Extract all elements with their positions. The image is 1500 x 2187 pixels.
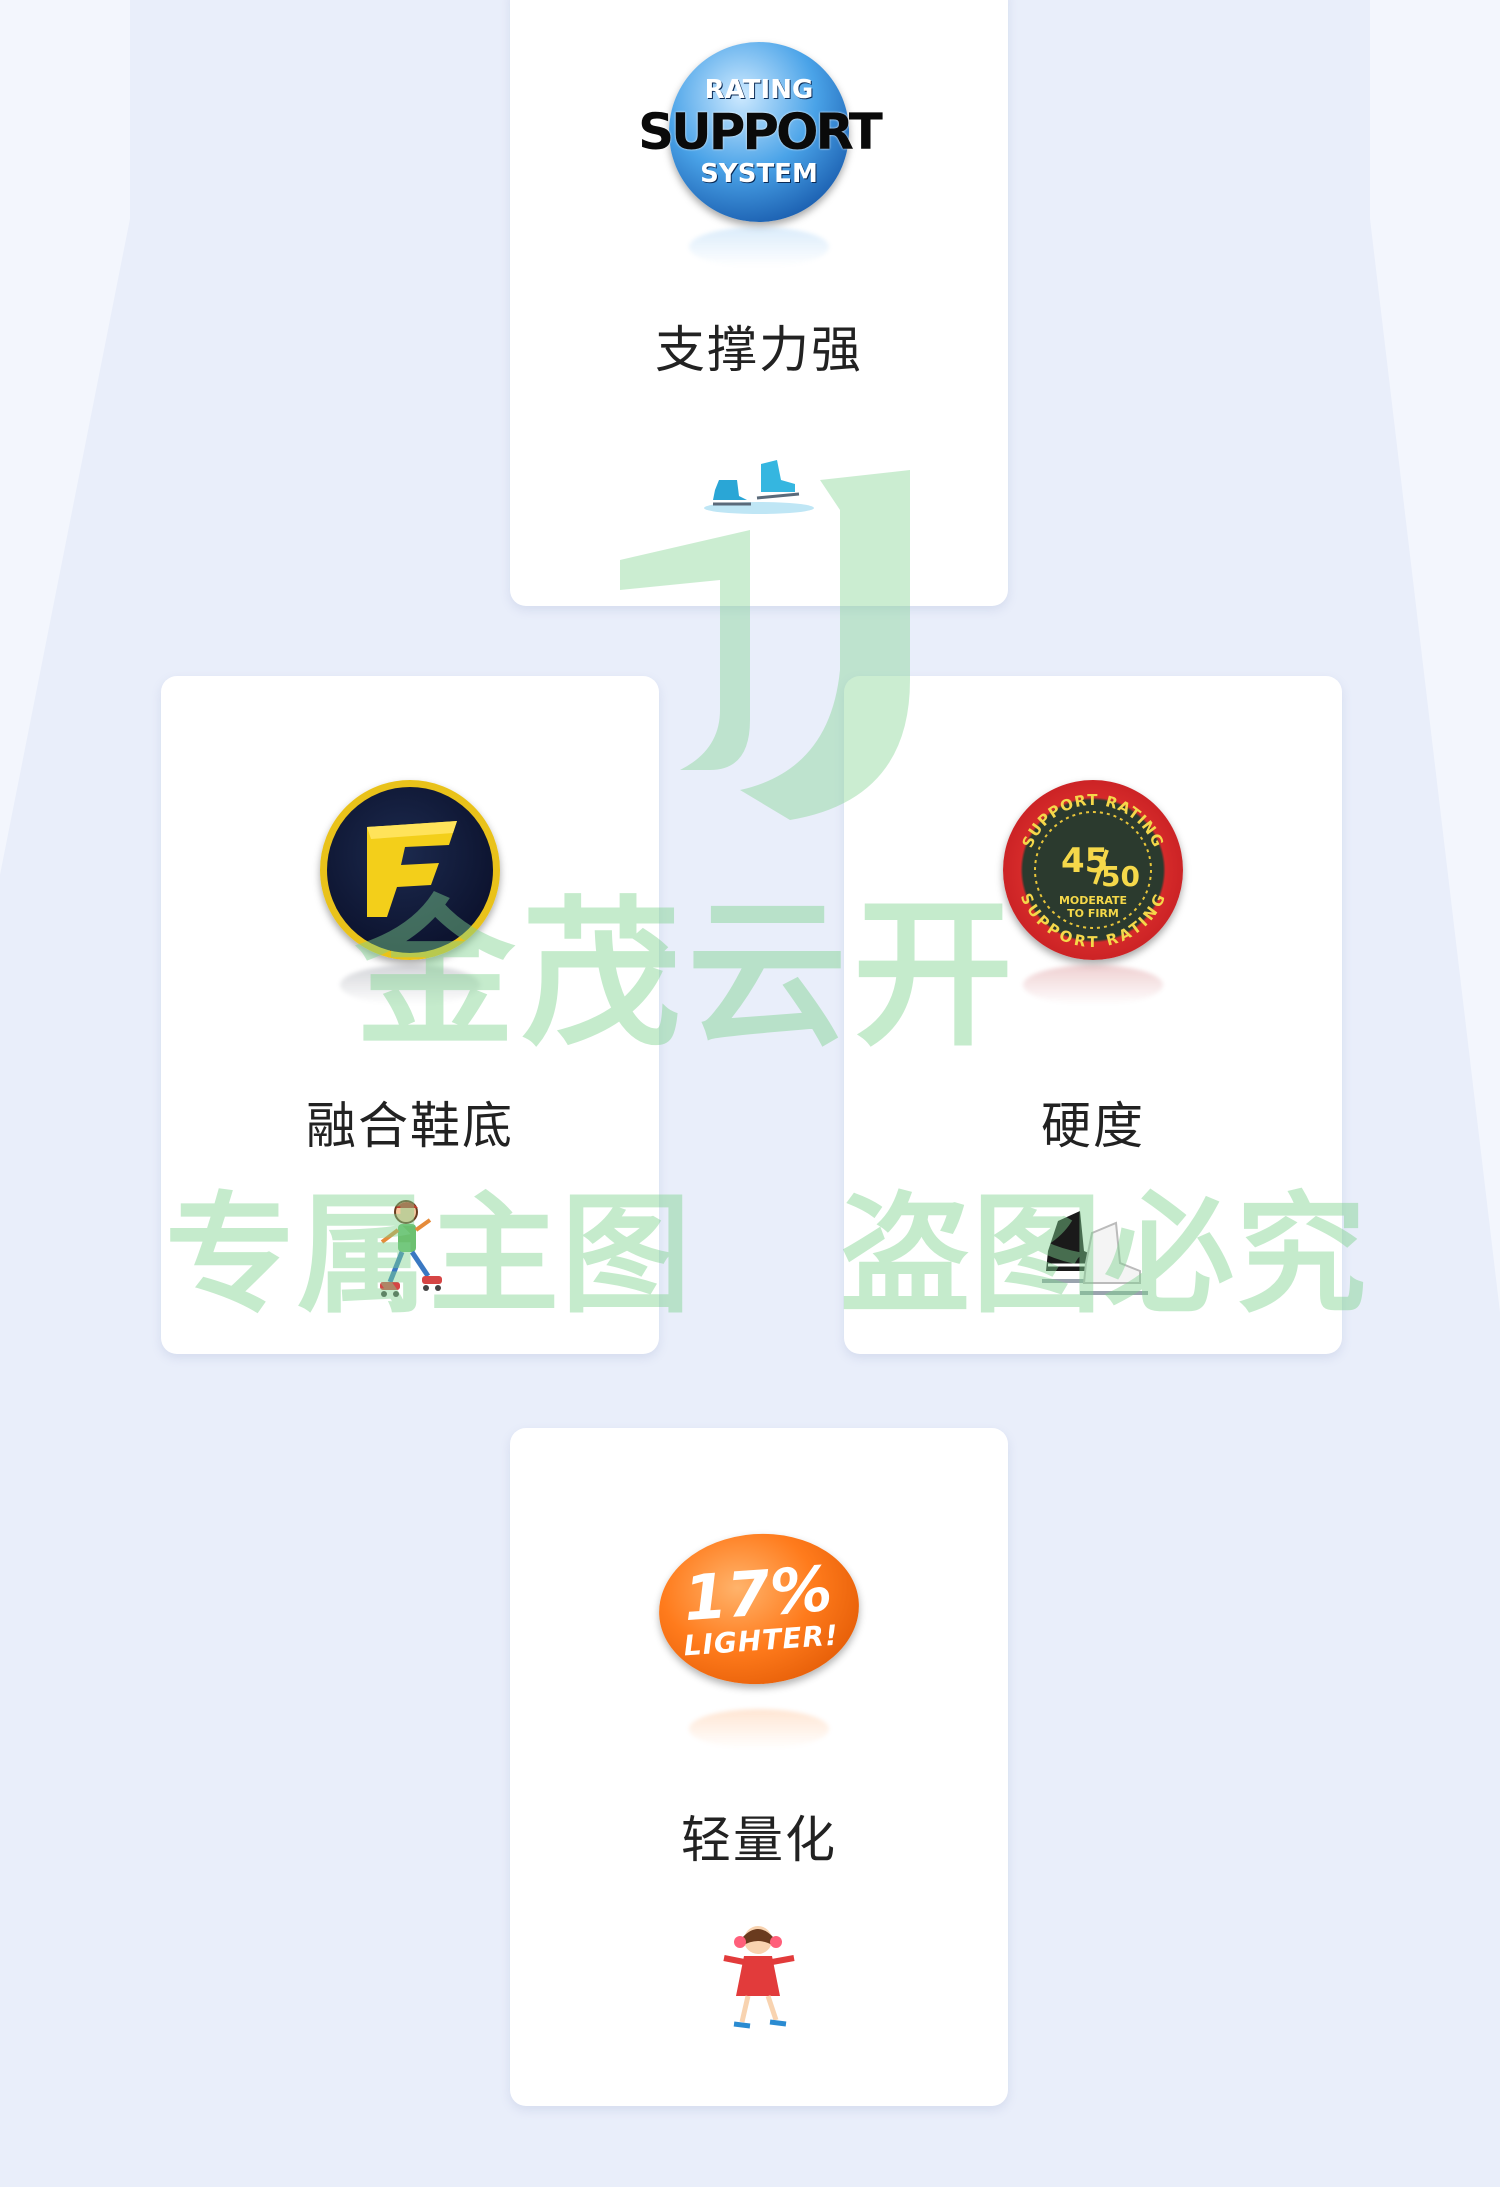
card-title-fusion-sole: 融合鞋底 <box>306 1097 514 1155</box>
background-panel-left <box>0 0 130 875</box>
feature-card-support: RATING SUPPORT SYSTEM 支撑力强 <box>510 0 1008 606</box>
lighter-badge-wrapper: 17% LIGHTER! <box>649 1524 869 1784</box>
ice-skates-icon <box>699 450 819 524</box>
feature-card-lightweight: 17% LIGHTER! 轻量化 <box>510 1428 1008 2106</box>
support-badge-wrapper: RATING SUPPORT SYSTEM <box>638 42 883 302</box>
support-rating-45-50-badge-icon: SUPPORT RATING SUPPORT RATING 45 50 MODE… <box>1003 780 1183 960</box>
figure-skates-icon <box>1028 1201 1158 1305</box>
badge-line-support: SUPPORT <box>638 103 883 161</box>
badge-line-rating: RATING <box>704 75 814 105</box>
lighter-label: LIGHTER! <box>682 1618 840 1663</box>
f-badge-wrapper <box>300 780 520 1040</box>
feature-card-fusion-sole: 融合鞋底 <box>161 676 659 1354</box>
feature-card-hardness: SUPPORT RATING SUPPORT RATING 45 50 MODE… <box>844 676 1342 1354</box>
badge-reflection <box>340 965 480 1005</box>
lighter-badge-icon: 17% LIGHTER! <box>654 1527 864 1691</box>
background-panel-right <box>1370 0 1500 1313</box>
card-title-lightweight: 轻量化 <box>681 1811 837 1869</box>
note-line-1: MODERATE <box>1059 894 1127 907</box>
skating-girl-icon <box>714 1918 804 2042</box>
badge-reflection <box>689 227 829 267</box>
card-title-support: 支撑力强 <box>655 321 863 379</box>
rating-badge-wrapper: SUPPORT RATING SUPPORT RATING 45 50 MODE… <box>983 780 1203 1040</box>
support-rating-badge-icon: RATING SUPPORT SYSTEM <box>638 42 883 222</box>
badge-line-system: SYSTEM <box>700 159 818 189</box>
f-logo-badge-icon <box>320 780 500 960</box>
note-line-2: TO FIRM <box>1067 907 1119 920</box>
badge-reflection <box>1023 965 1163 1005</box>
skating-kid-icon <box>370 1196 450 1310</box>
card-title-hardness: 硬度 <box>1041 1097 1145 1155</box>
score-denominator: 50 <box>1101 860 1140 893</box>
badge-reflection <box>689 1709 829 1749</box>
